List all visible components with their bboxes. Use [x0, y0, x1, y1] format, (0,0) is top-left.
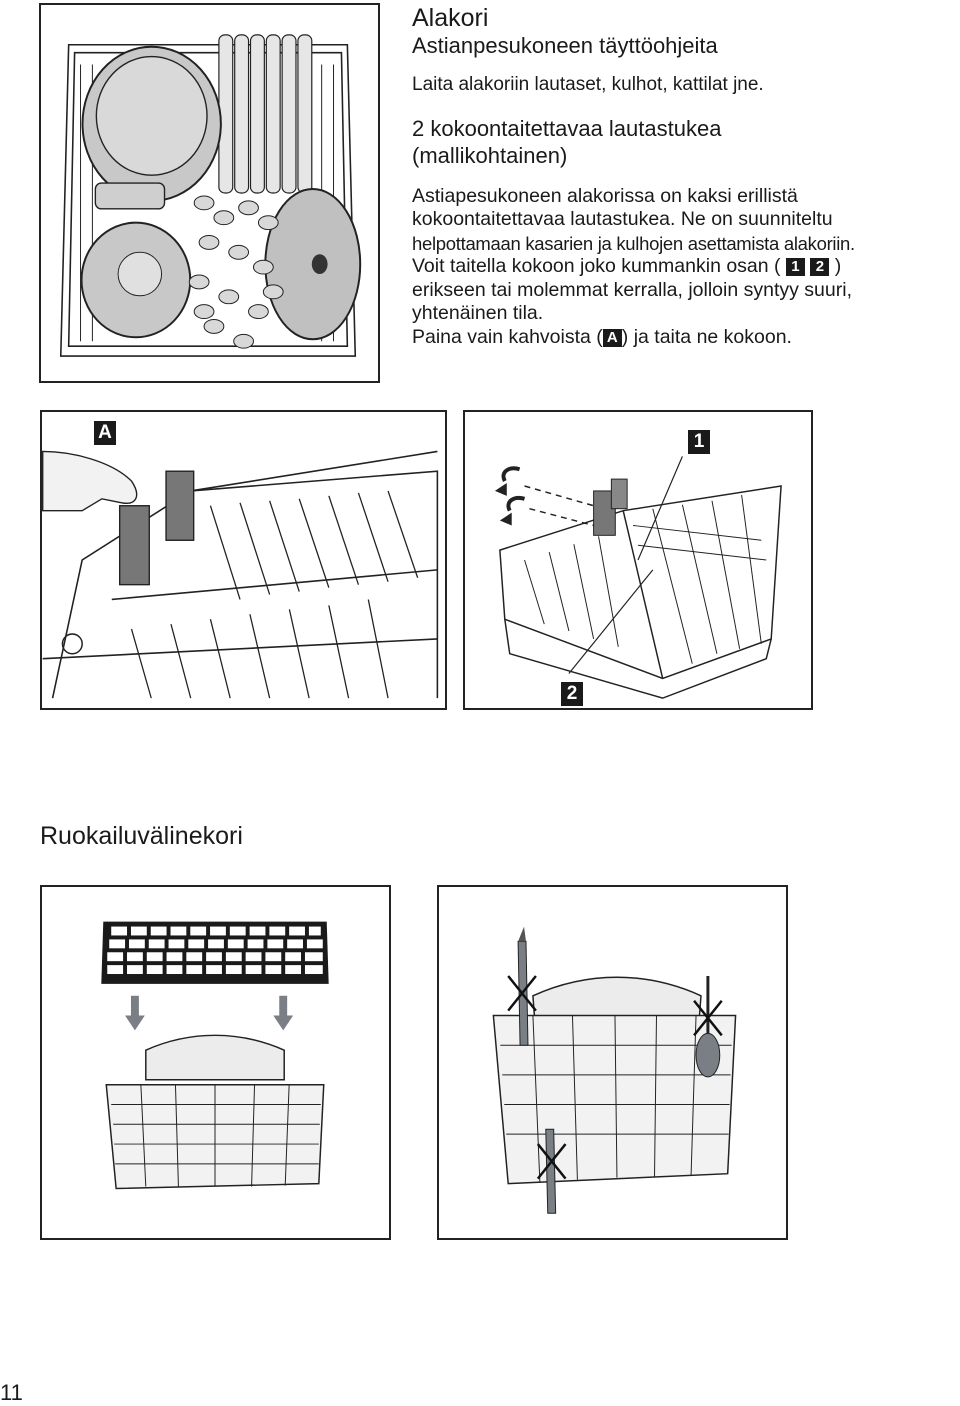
para-line: erikseen tai molemmat kerralla, jolloin … [412, 278, 852, 301]
lower-basket-text: Alakori Astianpesukoneen täyttöohjeita L… [412, 4, 952, 349]
folding-racks-drawing [494, 456, 782, 699]
para-line: Paina vain kahvoista (A) ja taita ne kok… [412, 325, 792, 348]
para-line: kokoontaitettavaa lautastukea. Ne on suu… [412, 208, 833, 230]
folding-racks-heading: 2 kokoontaitettavaa lautastukea (malliko… [412, 115, 722, 168]
section-heading: Alakori [412, 4, 489, 32]
figure-a-handle: A [40, 410, 447, 710]
cutlery-grid-drawing [101, 921, 329, 1190]
folding-racks-paragraph: Astiapesukoneen alakorissa on kaksi eril… [412, 185, 952, 350]
badge-1: 1 [785, 258, 805, 276]
intro-text: Laita alakoriin lautaset, kulhot, kattil… [412, 74, 764, 95]
loaded-basket-drawing [59, 34, 362, 357]
cutlery-heading: Ruokailuvälinekori [40, 822, 243, 850]
figure-folding-racks: 1 2 [463, 410, 813, 710]
para-line: Astiapesukoneen alakorissa on kaksi eril… [412, 184, 798, 207]
label-1: 1 [688, 430, 710, 454]
label-2: 2 [561, 682, 583, 706]
label-a: A [94, 421, 116, 445]
para-line: yhtenäinen tila. [412, 302, 544, 324]
section-subtitle: Astianpesukoneen täyttöohjeita [412, 33, 718, 58]
loaded-lower-basket-figure [39, 3, 380, 383]
badge-2: 2 [810, 258, 830, 276]
cutlery-placement-figure [437, 885, 788, 1240]
cutlery-basket-grid-figure [40, 885, 391, 1240]
cutlery-placement-drawing [492, 926, 737, 1214]
para-line: helpottamaan kasarien ja kulhojen asetta… [412, 232, 855, 254]
page-number: 11 [0, 1380, 23, 1405]
badge-a: A [602, 328, 622, 347]
para-line: Voit taitella kokoon joko kummankin osan… [412, 255, 842, 277]
handle-press-drawing [42, 450, 439, 699]
